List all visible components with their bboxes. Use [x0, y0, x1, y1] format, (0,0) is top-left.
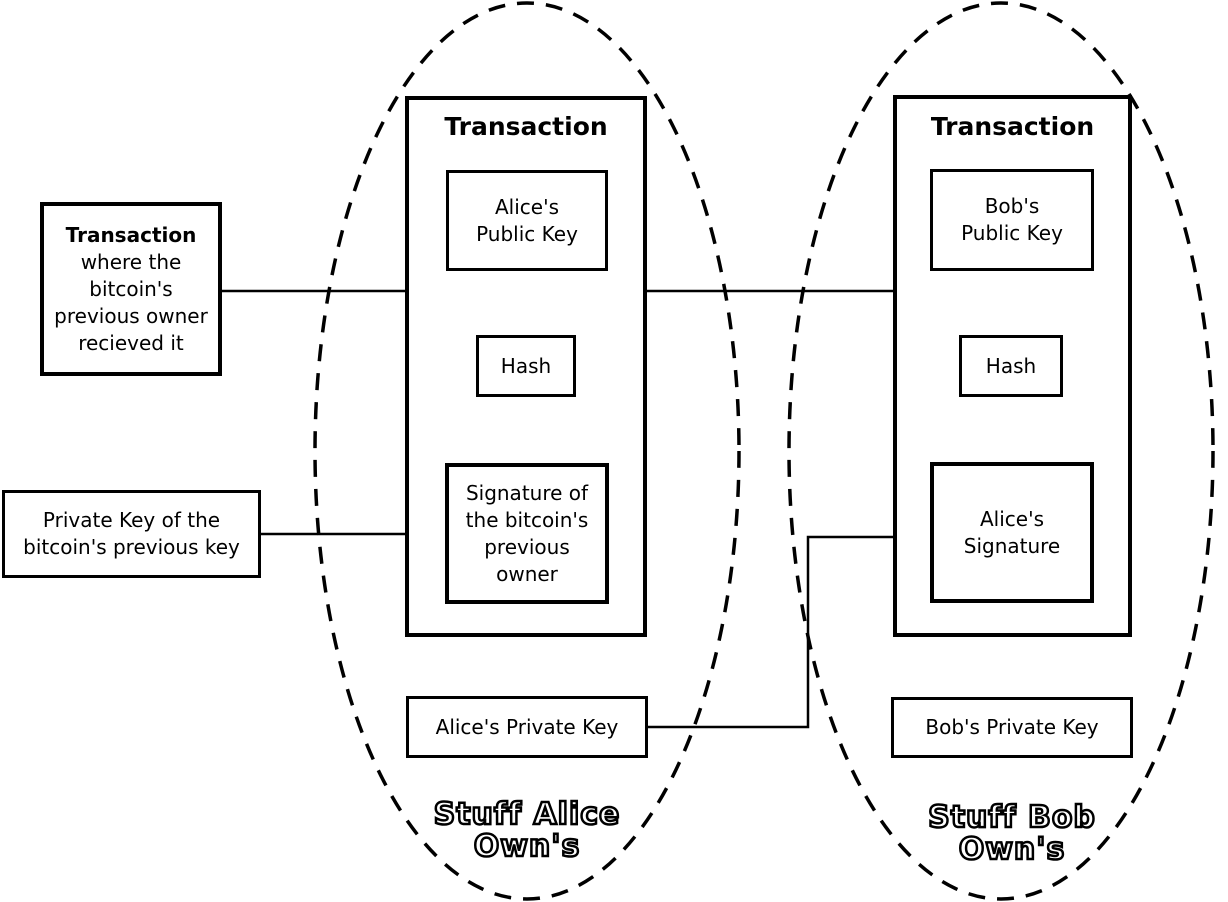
- alice-public-key-box: Alice's Public Key: [446, 170, 608, 271]
- prev-transaction-line: bitcoin's: [89, 276, 173, 301]
- prev-transaction-line: previous owner: [54, 303, 208, 328]
- bob-private-key-label: Bob's Private Key: [925, 715, 1099, 739]
- bob-ownership-label-line: Own's: [957, 832, 1066, 867]
- alice-signature-line: the bitcoin's: [465, 507, 589, 532]
- alice-public-key-line: Public Key: [476, 221, 578, 246]
- bob-hash-box: Hash: [959, 335, 1063, 397]
- alice-transaction-title: Transaction: [444, 112, 608, 141]
- bob-signature-line: Signature: [963, 533, 1061, 558]
- bob-signature-box: Alice's Signature: [930, 462, 1094, 603]
- bob-public-key-box: Bob's Public Key: [930, 169, 1094, 271]
- alice-signature-line: owner: [496, 561, 558, 586]
- prev-private-key-box: Private Key of the bitcoin's previous ke…: [2, 490, 261, 578]
- alice-signature-line: Signature of: [465, 480, 589, 505]
- alice-ownership-label: Stuff Alice Own's: [402, 797, 652, 864]
- bob-public-key-line: Public Key: [961, 221, 1063, 245]
- alice-hash-label: Hash: [500, 353, 552, 378]
- prev-private-key-line: bitcoin's previous key: [23, 535, 240, 559]
- connector-alice-privkey-to-signature: [646, 535, 913, 729]
- alice-ownership-ellipse: [313, 1, 741, 901]
- alice-ownership-label-line: Stuff Alice: [432, 797, 621, 832]
- bob-ownership-ellipse: [787, 1, 1215, 901]
- alice-private-key-label: Alice's Private Key: [435, 714, 619, 739]
- bob-signature-line: Alice's: [979, 506, 1044, 531]
- bob-transaction-title: Transaction: [930, 112, 1095, 141]
- prev-transaction-box: Transaction where the bitcoin's previous…: [40, 202, 222, 376]
- alice-signature-line: previous: [484, 534, 570, 559]
- bob-private-key-box: Bob's Private Key: [891, 697, 1133, 758]
- bob-ownership-label-line: Stuff Bob: [927, 800, 1096, 835]
- alice-private-key-box: Alice's Private Key: [406, 696, 648, 758]
- bob-hash-label: Hash: [985, 353, 1037, 378]
- prev-transaction-line: recieved it: [78, 330, 184, 355]
- bob-public-key-line: Bob's: [984, 194, 1040, 218]
- prev-private-key-line: Private Key of the: [42, 508, 221, 532]
- alice-ownership-label-line: Own's: [472, 829, 581, 864]
- alice-hash-box: Hash: [476, 335, 576, 397]
- alice-signature-box: Signature of the bitcoin's previous owne…: [445, 463, 609, 604]
- prev-transaction-line: Transaction: [65, 222, 197, 247]
- prev-transaction-line: where the: [80, 249, 182, 274]
- bob-ownership-label: Stuff Bob Own's: [887, 800, 1137, 867]
- alice-public-key-line: Alice's: [494, 194, 559, 219]
